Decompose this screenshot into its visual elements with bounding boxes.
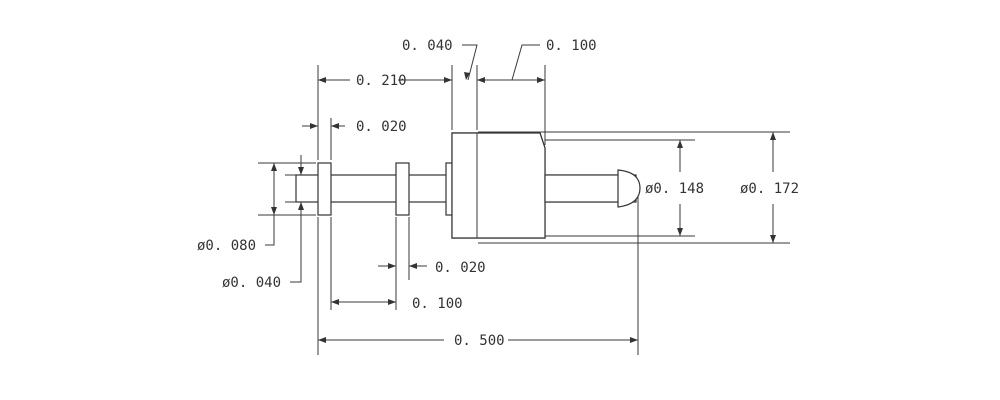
middle-flange <box>395 162 410 216</box>
part-outline <box>295 132 641 239</box>
dia-0080: ø0. 080 <box>197 238 256 254</box>
dia-0172: ø0. 172 <box>740 181 799 197</box>
dim-0210: 0. 210 <box>356 73 407 89</box>
bottom-dimensions <box>317 196 639 355</box>
rounded-tip <box>617 169 641 208</box>
dim-0100-top: 0. 100 <box>546 38 597 54</box>
left-dimensions <box>258 155 316 283</box>
dim-0040-top: 0. 040 <box>402 38 453 54</box>
dim-0020-bottom: 0. 020 <box>435 260 486 276</box>
dim-0100-bottom: 0. 100 <box>412 296 463 312</box>
dia-0148: ø0. 148 <box>645 181 704 197</box>
dia-0040: ø0. 040 <box>222 275 281 291</box>
dim-0020-left: 0. 020 <box>356 119 407 135</box>
left-flange <box>317 162 332 216</box>
right-dimensions <box>478 131 790 244</box>
top-dimensions <box>302 44 546 160</box>
dim-0500: 0. 500 <box>454 333 505 349</box>
